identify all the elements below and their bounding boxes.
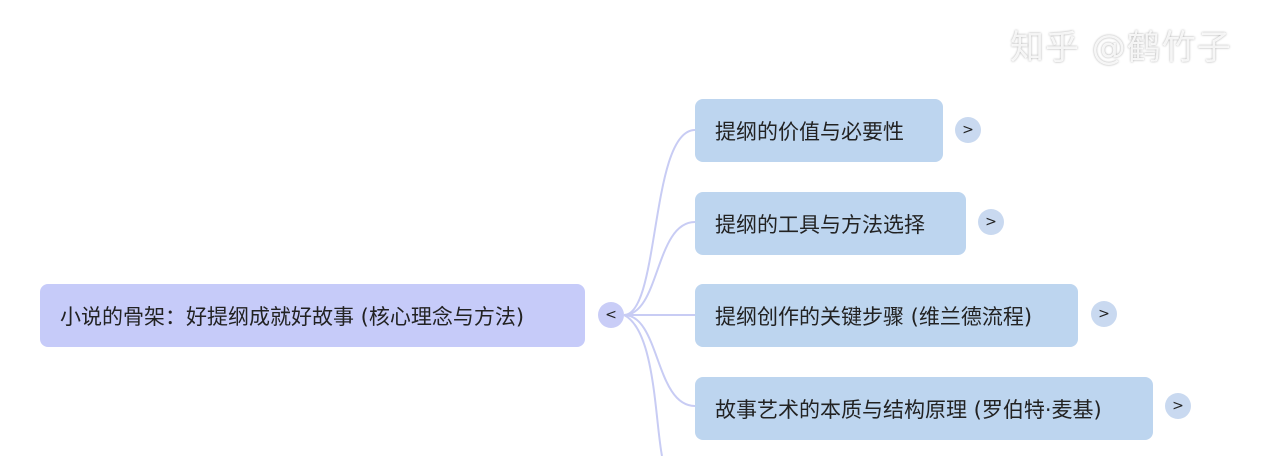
expand-toggle-3[interactable]: > <box>1091 301 1117 327</box>
connector-2 <box>623 221 696 316</box>
child-node-1[interactable]: 提纲的价值与必要性 <box>695 99 943 162</box>
child-node-3[interactable]: 提纲创作的关键步骤 (维兰德流程) <box>695 284 1078 347</box>
collapse-toggle[interactable]: < <box>598 302 624 328</box>
child-label: 提纲创作的关键步骤 (维兰德流程) <box>715 304 1033 329</box>
child-node-4[interactable]: 故事艺术的本质与结构原理 (罗伯特·麦基) <box>695 377 1153 440</box>
child-label: 故事艺术的本质与结构原理 (罗伯特·麦基) <box>715 397 1102 422</box>
expand-toggle-2[interactable]: > <box>978 209 1004 235</box>
root-label: 小说的骨架：好提纲成就好故事 (核心理念与方法) <box>60 304 525 329</box>
expand-toggle-1[interactable]: > <box>955 117 981 143</box>
watermark: 知乎 @鹤竹子 <box>1010 28 1232 68</box>
expand-toggle-4[interactable]: > <box>1165 393 1191 419</box>
connector-5 <box>623 314 663 456</box>
root-node[interactable]: 小说的骨架：好提纲成就好故事 (核心理念与方法) <box>40 284 585 347</box>
child-label: 提纲的价值与必要性 <box>715 119 904 144</box>
connector-4 <box>623 314 696 407</box>
child-label: 提纲的工具与方法选择 <box>715 212 925 237</box>
connector-1 <box>623 129 696 316</box>
child-node-2[interactable]: 提纲的工具与方法选择 <box>695 192 966 255</box>
